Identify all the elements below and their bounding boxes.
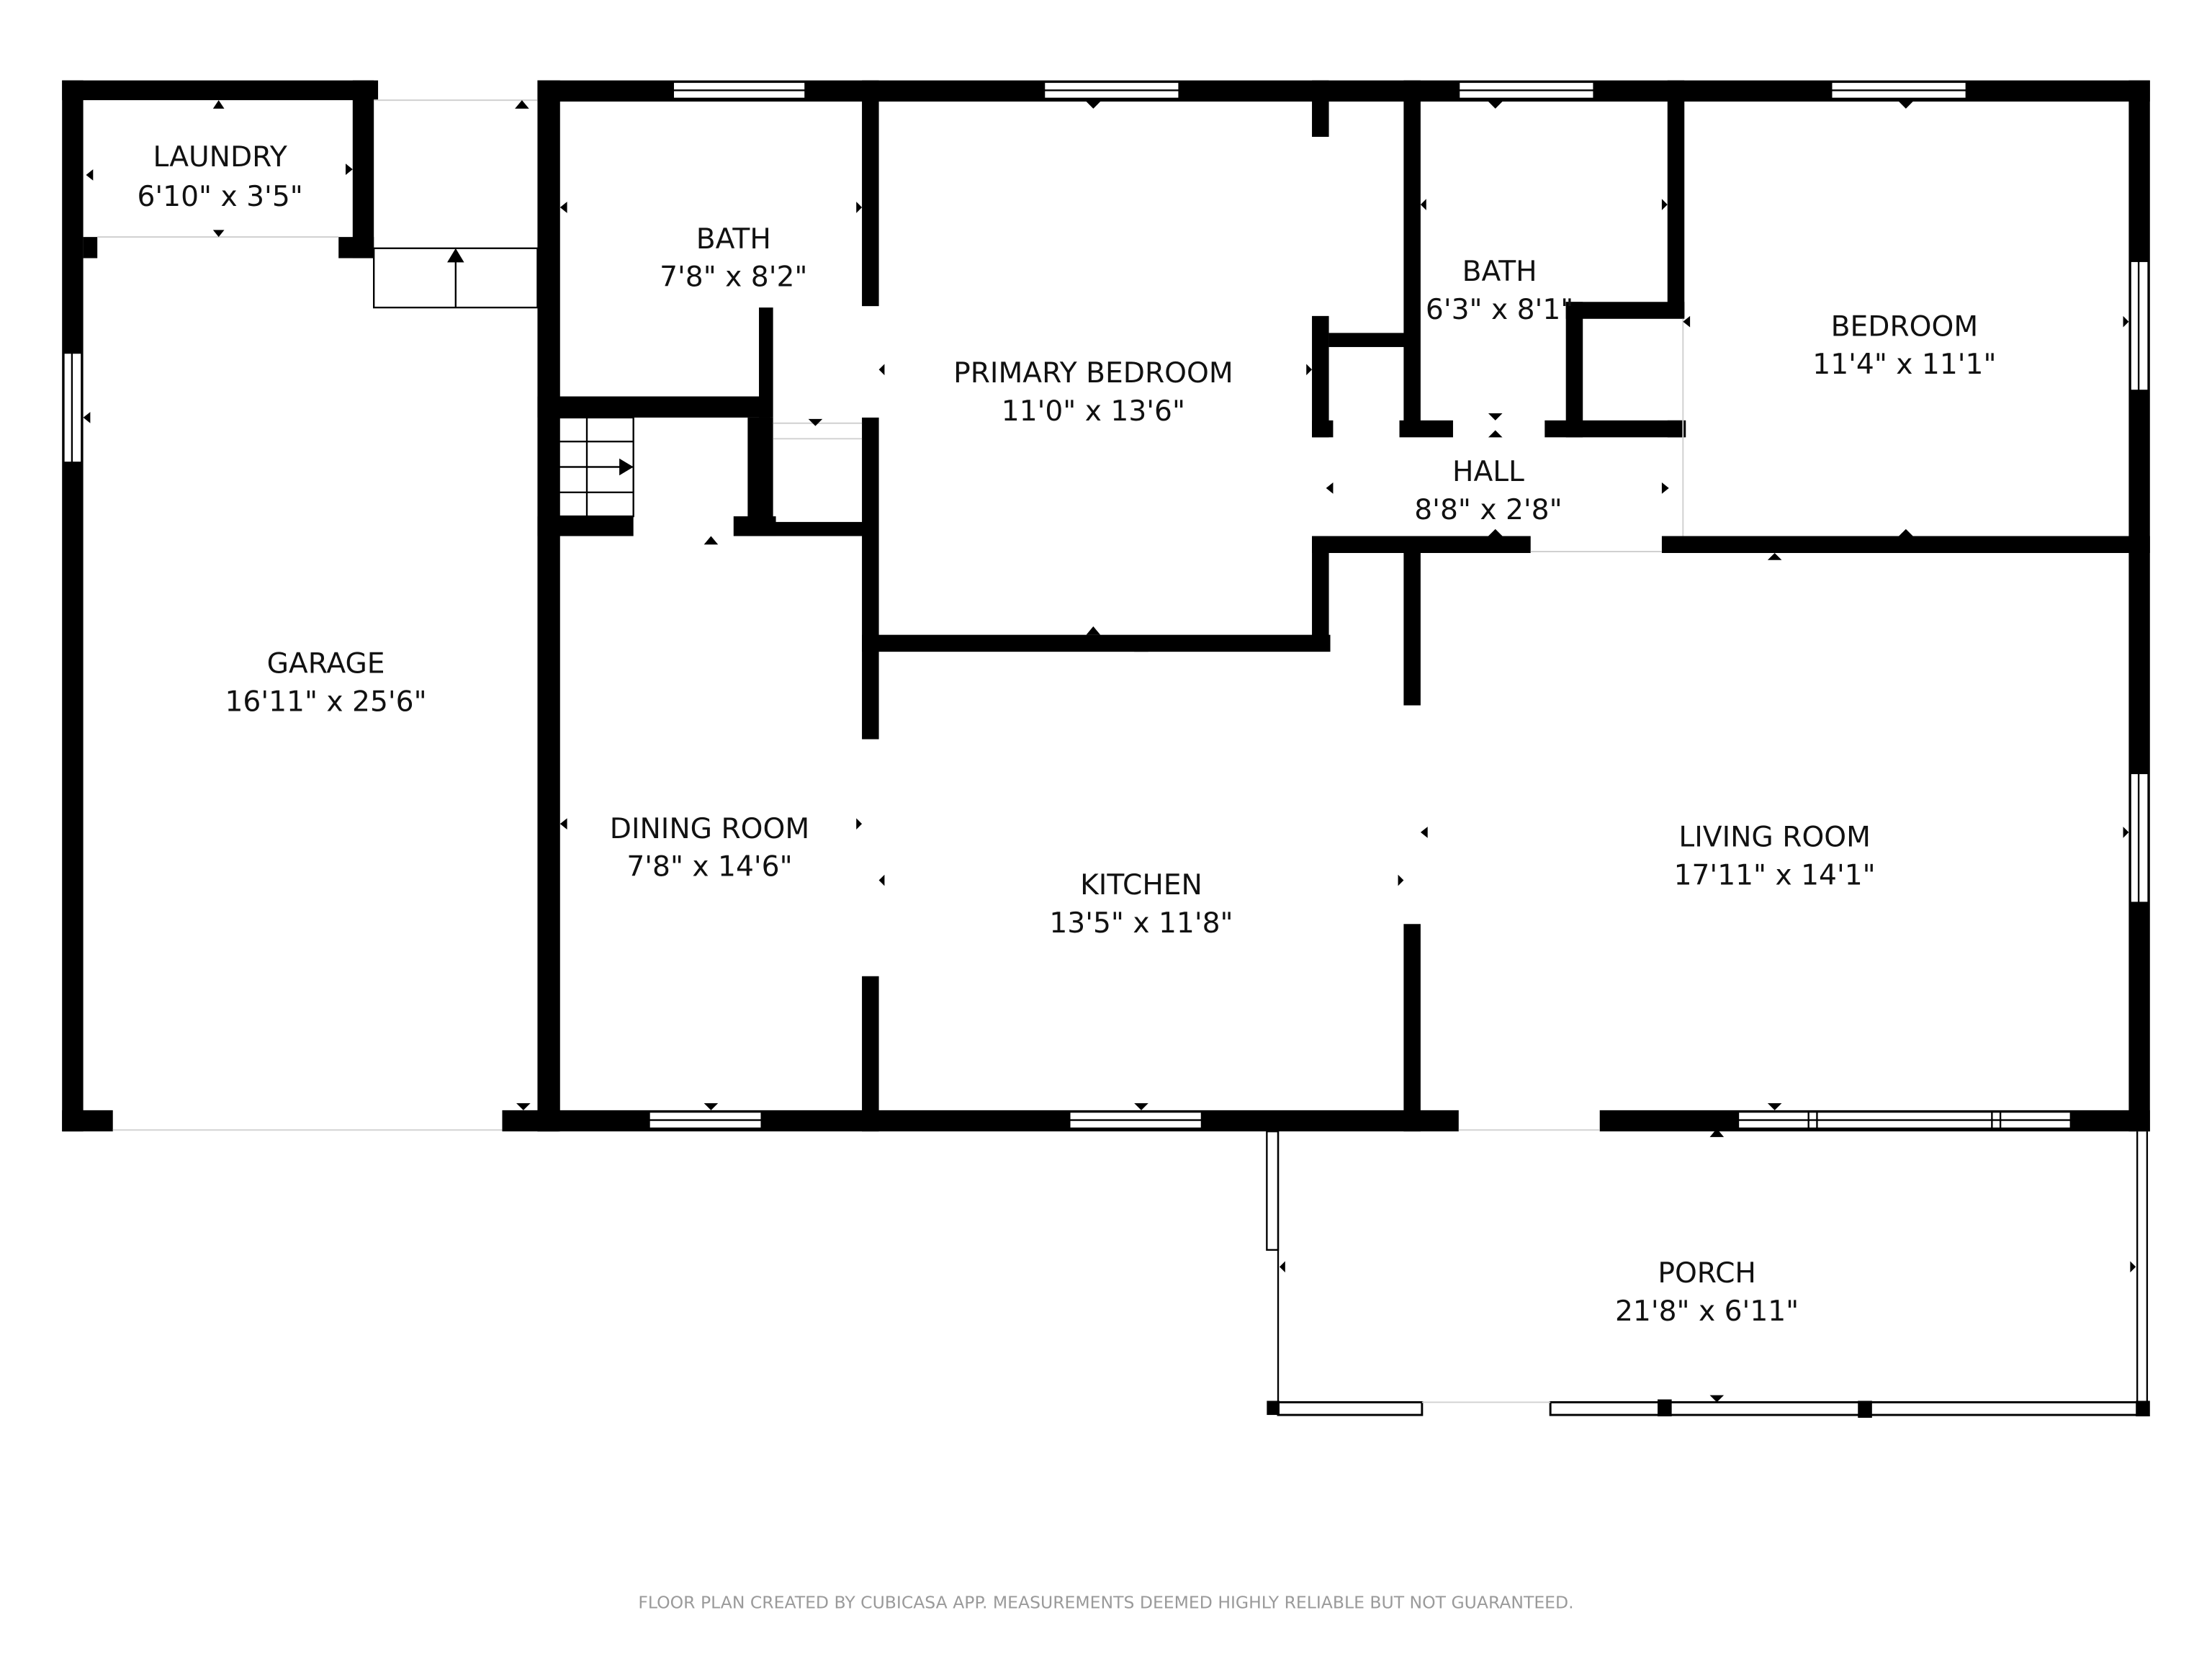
stairs [373, 247, 634, 518]
footer-disclaimer: FLOOR PLAN CREATED BY CUBICASA APP. MEAS… [638, 1592, 1573, 1612]
room-bedroom: BEDROOM 11'4" x 11'1" [1812, 310, 1996, 381]
room-dining-room: DINING ROOM 7'8" x 14'6" [610, 813, 809, 884]
porch-outline [1266, 1130, 2150, 1418]
room-name: HALL [1452, 456, 1524, 488]
room-laundry: LAUNDRY 6'10" x 3'5" [137, 141, 302, 213]
room-name: LAUNDRY [153, 141, 287, 174]
room-dimensions: 7'8" x 14'6" [626, 851, 792, 884]
room-name: LIVING ROOM [1678, 822, 1871, 854]
room-kitchen: KITCHEN 13'5" x 11'8" [1049, 869, 1233, 940]
room-bath-1: BATH 7'8" x 8'2" [660, 223, 807, 294]
room-name: PRIMARY BEDROOM [953, 357, 1233, 390]
room-garage: GARAGE 16'11" x 25'6" [225, 648, 427, 719]
room-dimensions: 6'10" x 3'5" [137, 181, 302, 213]
room-primary-bedroom: PRIMARY BEDROOM 11'0" x 13'6" [953, 357, 1233, 428]
dimension-markers [83, 100, 2136, 1403]
room-name: BEDROOM [1831, 310, 1978, 343]
room-dimensions: 11'0" x 13'6" [1002, 395, 1185, 428]
room-porch: PORCH 21'8" x 6'11" [1615, 1257, 1799, 1328]
windows [62, 81, 2150, 1130]
room-dimensions: 17'11" x 14'1" [1674, 859, 1876, 891]
room-name: KITCHEN [1080, 869, 1202, 902]
walls [62, 80, 2150, 1132]
room-dimensions: 13'5" x 11'8" [1049, 907, 1233, 940]
room-dimensions: 16'11" x 25'6" [225, 685, 427, 718]
room-name: PORCH [1658, 1257, 1756, 1290]
room-dimensions: 11'4" x 11'1" [1812, 349, 1996, 381]
room-dimensions: 21'8" x 6'11" [1615, 1295, 1799, 1328]
room-name: BATH [696, 223, 771, 256]
room-name: DINING ROOM [610, 813, 809, 845]
openings [97, 99, 1684, 1131]
room-name: GARAGE [267, 648, 385, 680]
room-dimensions: 8'8" x 2'8" [1414, 494, 1562, 526]
room-bath-2: BATH 6'3" x 8'1" [1426, 256, 1573, 326]
room-name: BATH [1462, 256, 1537, 288]
room-hall: HALL 8'8" x 2'8" [1414, 456, 1562, 526]
room-living-room: LIVING ROOM 17'11" x 14'1" [1674, 822, 1876, 892]
room-dimensions: 7'8" x 8'2" [660, 261, 807, 294]
room-dimensions: 6'3" x 8'1" [1426, 294, 1573, 326]
